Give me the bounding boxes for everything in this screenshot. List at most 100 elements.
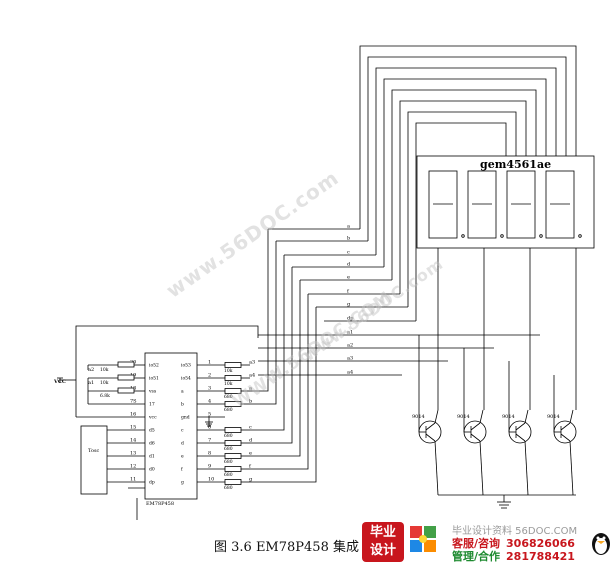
bus-drop — [250, 241, 277, 405]
transistor-label: 9014 — [412, 414, 425, 420]
pin-name: f — [181, 467, 183, 473]
bus-label: e — [347, 275, 350, 281]
pin-number: 12 — [130, 464, 136, 470]
resistor-net-label: c — [249, 425, 252, 431]
collector-lead — [434, 409, 439, 424]
chip-name-label: EM78P458 — [146, 501, 174, 507]
service-number: 306826066 — [506, 537, 575, 550]
resistor — [224, 427, 242, 433]
bus-label: f — [347, 289, 350, 295]
resistor-net-label: f — [249, 464, 252, 470]
resistor — [224, 466, 242, 472]
display-model-label: gem4561ae — [480, 158, 551, 171]
bus-label: c — [347, 250, 350, 256]
transistor-emitter — [515, 433, 526, 442]
pin-name: d — [181, 441, 184, 447]
resistor-value: 680 — [224, 485, 233, 491]
bus-drop — [250, 280, 301, 457]
chip-gnd-symbol — [205, 416, 213, 427]
pin-name: d1 — [149, 454, 155, 460]
segment-wire — [399, 100, 527, 294]
emitter-to-ground — [434, 440, 439, 496]
pin-number: 10 — [208, 477, 214, 483]
digit-frame — [545, 170, 575, 239]
site-logo-seal: 毕业设计 — [362, 522, 404, 562]
penguin-icon — [592, 533, 610, 555]
figure-caption: 图 3.6 EM78P458 集成 — [214, 540, 359, 555]
service-label: 客服/咨询 — [452, 537, 501, 550]
bus-drop — [250, 267, 293, 444]
bus-drop — [250, 294, 309, 470]
emitter-to-ground — [569, 440, 574, 496]
pin-name: c — [181, 429, 184, 434]
pin-number: 7S — [130, 399, 137, 405]
collector-lead — [524, 409, 529, 424]
pin-number: 16 — [130, 412, 136, 418]
resistor-value: 680 — [224, 394, 233, 400]
pin-number: 5 — [208, 412, 211, 418]
resistor-net-label: e — [249, 451, 252, 457]
decimal-point — [461, 234, 465, 238]
pin-number: 1 — [208, 360, 211, 366]
transistor-collector — [560, 422, 571, 431]
ad-line-service: 客服/咨询 306826066 — [452, 535, 575, 551]
transistor-label: 9014 — [502, 414, 515, 420]
pin-name: e — [181, 455, 184, 460]
pin-number: 14 — [130, 438, 136, 444]
r2-label: 10k — [100, 380, 109, 386]
osc-label: Tosc — [88, 448, 100, 454]
emitter-to-ground — [479, 440, 484, 496]
select-label: a1 — [347, 330, 353, 336]
emitter-to-ground — [524, 440, 529, 496]
collector-lead — [569, 409, 574, 424]
segment-wire — [407, 111, 517, 307]
bus-drop — [250, 255, 285, 431]
pin-name: dp — [149, 480, 155, 486]
bus-label: a — [347, 224, 350, 230]
pin-name: b — [181, 402, 184, 408]
r1-label: 10k — [100, 367, 109, 373]
transistor-emitter — [425, 433, 436, 442]
segment-wire — [391, 89, 537, 280]
transistor-emitter — [470, 433, 481, 442]
resistor — [224, 375, 242, 381]
pin-name: io53 — [181, 363, 191, 369]
digit-frame — [467, 170, 497, 239]
resistor-net-label: g — [249, 477, 253, 483]
ad-line-site: 毕业设计资料 56DOC.COM — [452, 526, 578, 537]
pin-name: g — [181, 481, 184, 486]
pin-number: 13 — [130, 451, 136, 457]
pin-name: vcc — [148, 416, 157, 421]
footer-ad-block: 毕业设计 毕业设计资料 56DOC.COM 客服/咨询 306826066 管理/… — [362, 520, 612, 564]
decimal-point — [539, 234, 543, 238]
pin-number: 3 — [208, 386, 211, 392]
select-label: a2 — [347, 343, 353, 349]
pin-number: 6 — [208, 425, 211, 431]
bus-drop — [250, 307, 317, 483]
a1-left-label: a1 — [88, 380, 94, 386]
em78p458-chip: EM78P458 — [144, 352, 198, 507]
transistor-collector — [425, 422, 436, 431]
pin-name: d6 — [149, 441, 155, 447]
segment-wire — [359, 45, 577, 229]
resistor-value: 680 — [224, 407, 233, 413]
digit-frame — [506, 170, 536, 239]
pin-name: io52 — [149, 363, 159, 369]
select-label: a3 — [347, 356, 353, 362]
pin-name: 17 — [149, 402, 155, 408]
vcc-label: VCC — [53, 379, 66, 385]
seven-segment-display — [416, 155, 595, 410]
resistor-net-label: a3 — [249, 360, 255, 366]
resistor — [224, 362, 242, 368]
resistor-net-label: a — [249, 386, 252, 392]
pin-number: 11 — [130, 477, 136, 483]
transistor-label: 9014 — [547, 414, 560, 420]
resistor — [224, 479, 242, 485]
transistor-collector — [470, 422, 481, 431]
r3-label: 6.8k — [100, 393, 110, 399]
pin-number: 2 — [208, 373, 211, 379]
